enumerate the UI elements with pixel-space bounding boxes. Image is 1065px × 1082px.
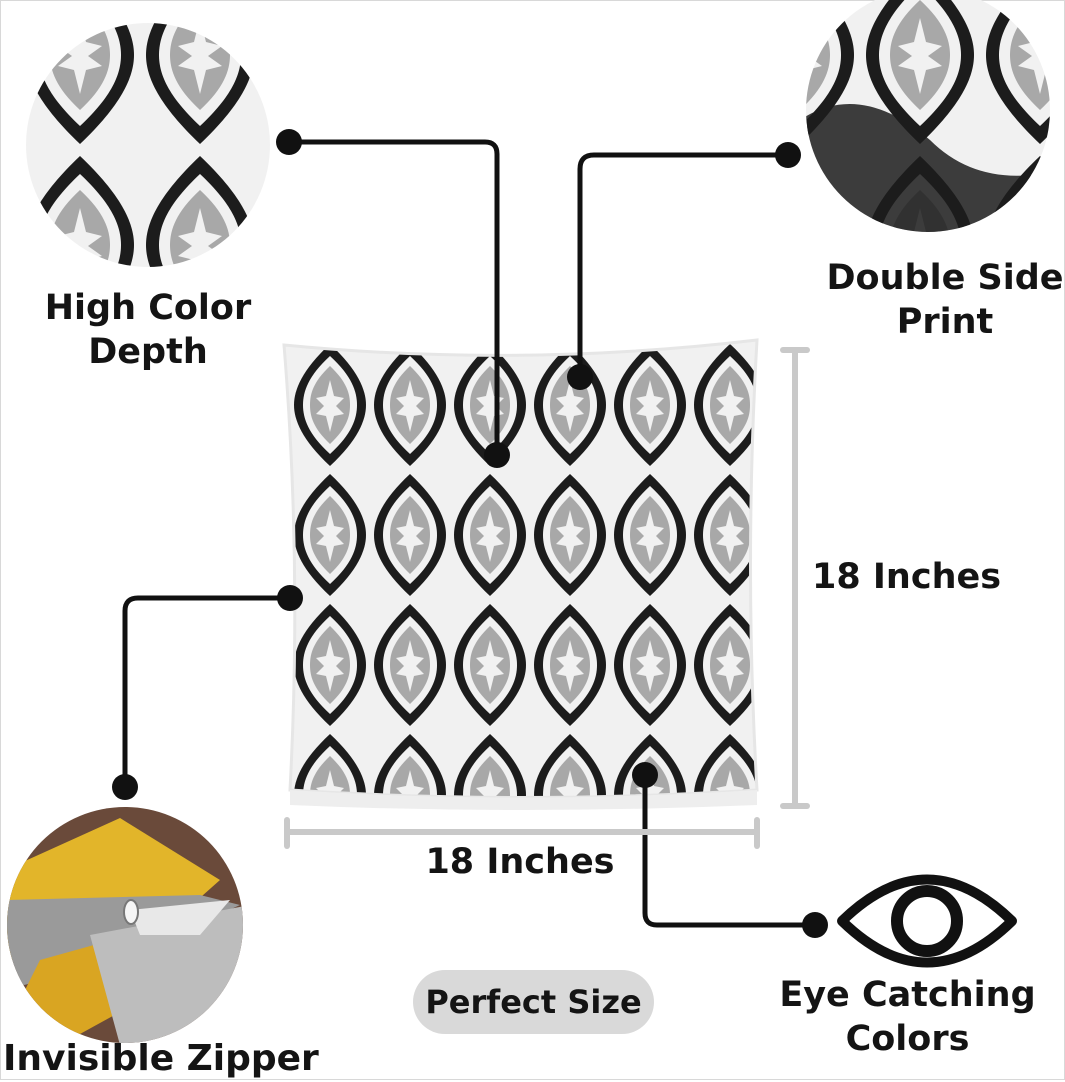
zipper-closeup bbox=[7, 807, 243, 1043]
feature-invisible-zipper: Invisible Zipper bbox=[3, 1038, 319, 1079]
feature-eye-catching-colors: Eye Catching Colors bbox=[779, 975, 1036, 1060]
callout-dots bbox=[112, 129, 828, 938]
height-dimension-label: 18 Inches bbox=[812, 557, 1002, 597]
perfect-size-badge: Perfect Size bbox=[413, 970, 654, 1034]
dimension-lines bbox=[284, 347, 810, 849]
callout-lines bbox=[122, 139, 815, 928]
feature-high-color-depth: High Color Depth bbox=[44, 288, 252, 373]
eye-icon bbox=[837, 874, 1017, 968]
color-depth-closeup bbox=[26, 23, 270, 267]
double-side-closeup bbox=[806, 0, 1050, 232]
feature-double-side-print: Double Side Print bbox=[826, 258, 1064, 343]
width-dimension-label: 18 Inches bbox=[425, 842, 615, 882]
cushion-cover-image bbox=[282, 338, 759, 810]
